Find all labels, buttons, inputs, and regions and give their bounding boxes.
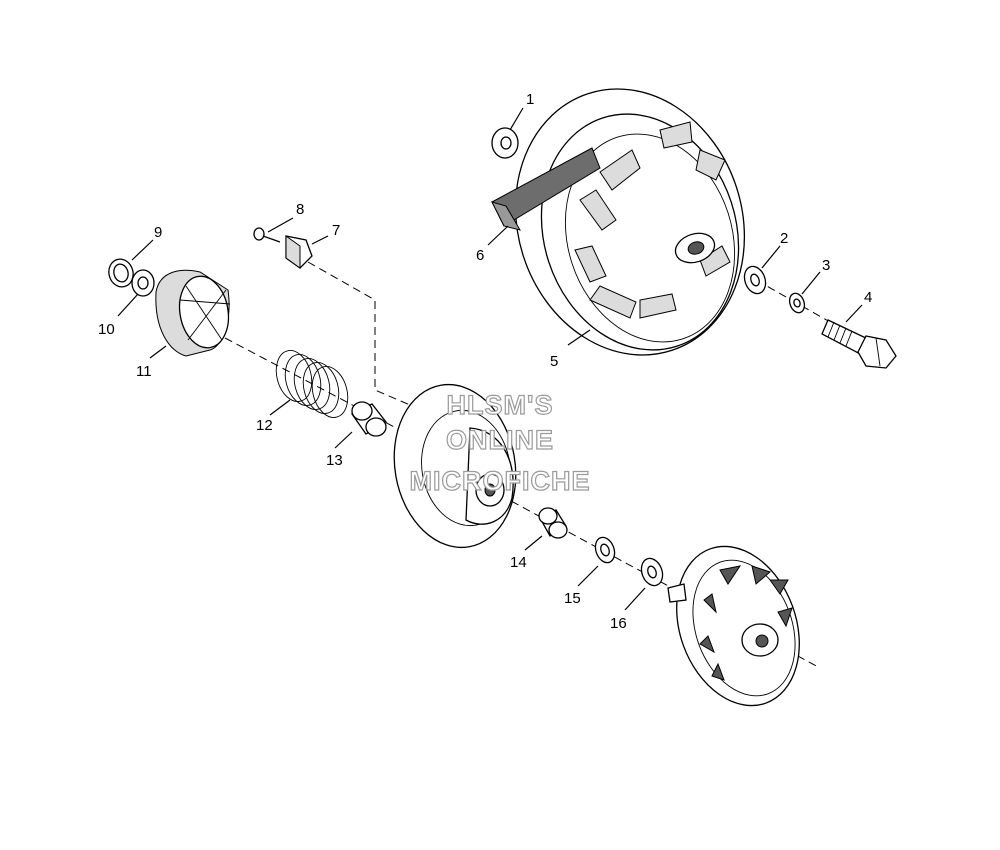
callout-15: 15 bbox=[564, 590, 581, 607]
stationary-sheave bbox=[667, 545, 800, 707]
callout-3: 3 bbox=[822, 257, 830, 274]
leader-lines bbox=[117, 107, 863, 611]
callout-12: 12 bbox=[256, 417, 273, 434]
callout-13: 13 bbox=[326, 452, 343, 469]
callout-labels: 1 2 3 4 5 6 7 8 9 10 11 12 13 14 15 16 bbox=[98, 91, 872, 632]
part-3-lock-washer bbox=[788, 292, 806, 314]
part-6-belt bbox=[491, 147, 601, 231]
callout-6: 6 bbox=[476, 247, 484, 264]
part-2-washer bbox=[743, 265, 767, 295]
callout-8: 8 bbox=[296, 201, 304, 218]
part-8-screw bbox=[253, 227, 281, 243]
part-15-washer bbox=[594, 536, 616, 564]
callout-7: 7 bbox=[332, 222, 340, 239]
callout-1: 1 bbox=[526, 91, 534, 108]
callout-10: 10 bbox=[98, 321, 115, 338]
callout-4: 4 bbox=[864, 289, 872, 306]
part-4-bolt bbox=[821, 319, 897, 369]
callout-2: 2 bbox=[780, 230, 788, 247]
watermark-line-1: HLSM'S bbox=[447, 390, 554, 420]
watermark: HLSM'S ONLINE MICROFICHE bbox=[409, 389, 591, 496]
part-10-washer bbox=[131, 269, 155, 297]
moveable-sheave bbox=[393, 383, 517, 549]
part-1-washer bbox=[491, 127, 519, 159]
watermark-line-3: MICROFICHE bbox=[410, 466, 591, 496]
part-16-washer bbox=[640, 557, 664, 587]
callout-5: 5 bbox=[550, 353, 558, 370]
watermark-line-2: ONLINE bbox=[446, 425, 554, 455]
part-11-spider bbox=[155, 269, 231, 357]
part-13-bushing bbox=[351, 401, 387, 437]
callout-14: 14 bbox=[510, 554, 527, 571]
part-7-weight bbox=[285, 235, 313, 269]
callout-9: 9 bbox=[154, 224, 162, 241]
part-9-snap-ring bbox=[108, 258, 134, 288]
callout-11: 11 bbox=[136, 363, 152, 380]
part-12-spring bbox=[275, 350, 349, 418]
callout-16: 16 bbox=[610, 615, 627, 632]
part-14-bushing bbox=[538, 507, 568, 539]
